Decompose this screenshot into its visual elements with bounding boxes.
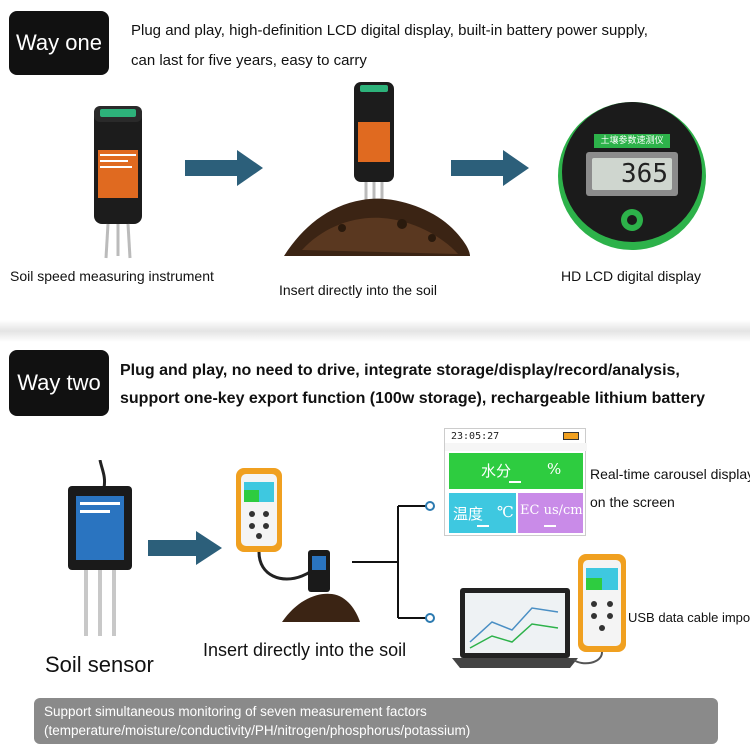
way-one-description-line1: Plug and play, high-definition LCD digit… bbox=[131, 22, 648, 39]
arrow-right-icon bbox=[451, 150, 529, 186]
caption-soil-speed-instrument: Soil speed measuring instrument bbox=[10, 268, 214, 284]
temp-label: 温度 bbox=[453, 505, 484, 523]
temp-unit: ℃ bbox=[497, 503, 514, 521]
moisture-dash bbox=[509, 481, 521, 483]
caption-hd-lcd: HD LCD digital display bbox=[561, 268, 702, 284]
screen-status-bar bbox=[445, 443, 587, 451]
measurement-factors-bar: Support simultaneous monitoring of seven… bbox=[34, 698, 718, 744]
way-one-description: Plug and play, high-definition LCD digit… bbox=[131, 16, 731, 76]
usb-caption: USB data cable import bbox=[628, 610, 750, 625]
arrow-right-icon bbox=[148, 531, 222, 565]
instrument-in-soil-image bbox=[284, 82, 470, 256]
measurement-factors-line2: (temperature/moisture/conductivity/PH/ni… bbox=[44, 723, 471, 738]
carousel-caption-line2: on the screen bbox=[590, 494, 675, 510]
measurement-factors-line1: Support simultaneous monitoring of seven… bbox=[44, 704, 427, 719]
caption-insert-soil-one: Insert directly into the soil bbox=[279, 282, 437, 298]
caption-insert-soil-two: Insert directly into the soil bbox=[203, 640, 407, 660]
way-two-badge: Way two bbox=[9, 350, 109, 416]
way-two-description: Plug and play, no need to drive, integra… bbox=[120, 357, 745, 413]
lcd-reading: 365 bbox=[621, 159, 668, 189]
hd-lcd-device: 土壤参数速测仪 365 bbox=[556, 100, 708, 252]
battery-icon bbox=[563, 432, 579, 440]
carousel-caption: Real-time carousel display on the screen bbox=[590, 460, 750, 516]
ec-dash bbox=[544, 525, 556, 527]
way-two-description-line1: Plug and play, no need to drive, integra… bbox=[120, 362, 680, 379]
temp-dash bbox=[477, 525, 489, 527]
handheld-recorder-image bbox=[236, 468, 360, 622]
device-title-label: 土壤参数速测仪 bbox=[594, 134, 670, 148]
soil-speed-instrument-image bbox=[94, 106, 142, 259]
screen-time: 23:05:27 bbox=[451, 431, 500, 442]
soil-sensor-image bbox=[68, 460, 132, 636]
moisture-panel: 水分 % bbox=[449, 453, 583, 489]
way-one-badge: Way one bbox=[9, 11, 109, 75]
way-two-description-line2: support one-key export function (100w st… bbox=[120, 390, 706, 407]
connector-lines bbox=[352, 501, 435, 623]
temperature-panel: 温度 ℃ bbox=[449, 493, 516, 533]
arrow-right-icon bbox=[185, 150, 263, 186]
carousel-screen: 23:05:27 水分 % 温度 ℃ EC us/cm bbox=[444, 428, 587, 536]
ec-label: EC us/cm bbox=[520, 503, 583, 518]
caption-soil-sensor: Soil sensor bbox=[45, 652, 154, 677]
moisture-label: 水分 bbox=[481, 462, 512, 480]
ec-panel: EC us/cm bbox=[518, 493, 583, 533]
moisture-unit: % bbox=[547, 460, 562, 478]
carousel-caption-line1: Real-time carousel display bbox=[590, 466, 750, 482]
section-divider bbox=[0, 320, 750, 342]
laptop-usb-image bbox=[452, 554, 626, 668]
way-one-description-line2: can last for five years, easy to carry bbox=[131, 52, 367, 69]
